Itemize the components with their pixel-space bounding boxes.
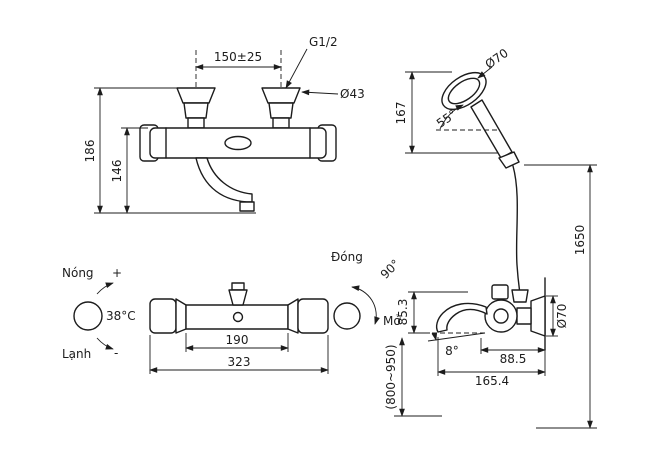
dim-spout-drop: 85.3 xyxy=(396,299,410,326)
escutcheon-diameter-label: Ø43 xyxy=(340,87,365,101)
dim-bracket-offset: 88.5 xyxy=(500,352,527,366)
leader-line xyxy=(301,89,339,96)
spout-side xyxy=(435,302,488,333)
rotation-arrow xyxy=(96,282,114,295)
hand-shower-view xyxy=(441,71,521,295)
spout-angle-label: 8° xyxy=(445,344,459,358)
spout xyxy=(195,157,253,203)
body-cone xyxy=(175,298,187,334)
temperature-label: 38°C xyxy=(106,309,136,323)
shower-face xyxy=(447,77,481,105)
diverter-knob xyxy=(231,282,245,291)
valve-cap-side xyxy=(493,308,509,324)
close-label: Đóng xyxy=(331,250,363,264)
diverter-handle xyxy=(333,302,361,330)
flange-diameter-label: Ø70 xyxy=(555,304,569,329)
inlet-nut xyxy=(268,102,294,119)
dim-total-height: 186 xyxy=(83,140,97,163)
rotation-arrow xyxy=(96,337,114,350)
shower-holder xyxy=(511,289,529,303)
mixer-body-top xyxy=(185,304,289,330)
front-view xyxy=(139,50,337,212)
hot-sign: + xyxy=(112,266,122,280)
close-angle-label: 90° xyxy=(378,257,403,282)
thread-size-label: G1/2 xyxy=(309,35,338,49)
inlet-escutcheon xyxy=(261,87,301,104)
dim-head-height: 167 xyxy=(394,102,408,125)
logo-badge xyxy=(224,135,252,151)
head-diameter-label: Ø70 xyxy=(483,46,511,72)
thermostat-handle xyxy=(73,301,103,331)
cold-label: Lạnh xyxy=(62,347,91,361)
spout-aerator xyxy=(239,201,255,212)
wall-escutcheon xyxy=(530,295,546,337)
angle-line xyxy=(427,332,486,342)
left-handle-top xyxy=(149,298,177,334)
inlet-stem xyxy=(272,117,290,129)
dim-inlet-spacing: 150±25 xyxy=(214,50,262,64)
inlet-stem xyxy=(187,117,205,129)
hose-length-dimension: 1650 xyxy=(524,164,597,429)
valve-body-side xyxy=(484,299,518,333)
dim-center-distance: 190 xyxy=(226,333,249,347)
side-view-dimensions: 85.3 8° 88.5 165.4 (800~950) Ø70 xyxy=(384,291,569,417)
leader-line xyxy=(285,48,308,89)
dim-body-height: 146 xyxy=(110,160,124,183)
body-center-detail xyxy=(232,311,244,323)
top-view xyxy=(73,282,380,350)
front-view-dimensions: 150±25 G1/2 Ø43 186 146 xyxy=(83,35,365,214)
shower-handle xyxy=(470,99,513,159)
dim-hose-length: 1650 xyxy=(573,225,587,256)
inlet-nut xyxy=(183,102,209,119)
mixer-body xyxy=(149,127,327,159)
diverter-knob-side xyxy=(491,284,509,300)
hot-label: Nóng xyxy=(62,266,94,280)
diverter-base xyxy=(228,289,248,306)
body-cone xyxy=(287,298,299,334)
rotation-arc xyxy=(351,285,380,325)
cold-sign: - xyxy=(114,346,118,360)
leader-line xyxy=(477,66,493,79)
head-angle-label: 55° xyxy=(434,107,459,131)
open-label: Mở xyxy=(383,314,401,328)
install-height-label: (800~950) xyxy=(384,344,398,409)
dim-total-depth: 165.4 xyxy=(475,374,509,388)
wall-connector xyxy=(516,307,532,325)
dim-total-width: 323 xyxy=(228,355,251,369)
angle-arc xyxy=(439,104,464,130)
shower-hose xyxy=(512,165,521,295)
right-handle-top xyxy=(297,298,329,334)
hose-connector xyxy=(498,151,520,169)
inlet-escutcheon xyxy=(176,87,216,104)
side-view xyxy=(435,277,546,351)
